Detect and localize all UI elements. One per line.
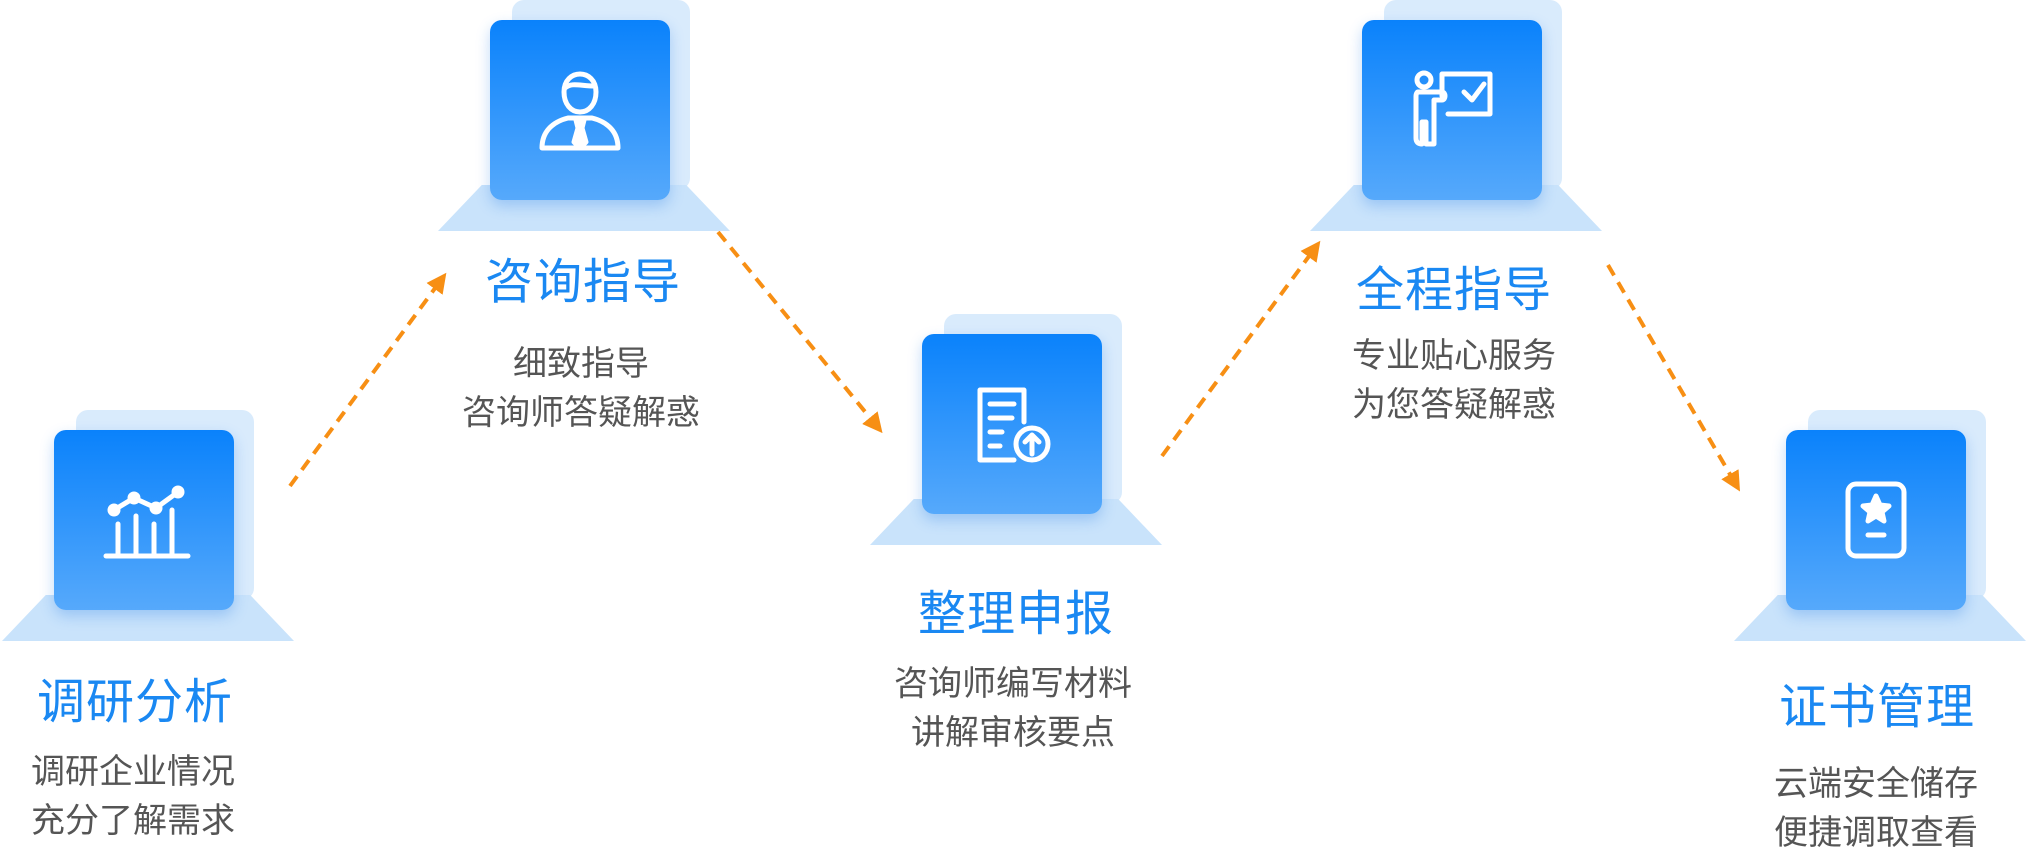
step-prepare-declaration — [868, 314, 1168, 564]
step-title: 证书管理 — [1778, 679, 1975, 735]
step-description: 专业贴心服务 为您答疑解惑 — [1274, 332, 1634, 430]
teacher-presentation-icon — [1413, 70, 1493, 147]
step-description-line: 云端安全储存 — [1774, 764, 1978, 804]
step-description-line: 为您答疑解惑 — [1352, 385, 1556, 425]
step-title: 整理申报 — [917, 586, 1114, 642]
certificate-icon — [1845, 481, 1907, 559]
document-upload-icon — [977, 387, 1051, 463]
step-research-analysis — [0, 410, 300, 660]
step-description-line: 咨询师答疑解惑 — [462, 393, 700, 433]
step-title: 全程指导 — [1355, 262, 1552, 318]
consultant-person-icon — [539, 71, 621, 151]
step-description: 调研企业情况 充分了解需求 — [0, 748, 313, 846]
step-icon-card — [1786, 430, 1966, 610]
step-description: 咨询师编写材料 讲解审核要点 — [833, 660, 1193, 758]
step-description-line: 咨询师编写材料 — [894, 664, 1132, 704]
step-full-guidance — [1308, 0, 1608, 250]
step-description-line: 调研企业情况 — [31, 752, 235, 792]
bar-chart-trend-icon — [103, 485, 191, 559]
step-icon-card — [922, 334, 1102, 514]
step-title: 咨询指导 — [484, 254, 681, 310]
step-description-line: 专业贴心服务 — [1352, 336, 1556, 376]
step-description-line: 讲解审核要点 — [911, 713, 1115, 753]
step-description-line: 细致指导 — [513, 344, 649, 384]
step-description-line: 充分了解需求 — [31, 801, 235, 841]
step-description: 云端安全储存 便捷调取查看 — [1696, 760, 2036, 858]
step-icon-card — [54, 430, 234, 610]
step-title: 调研分析 — [36, 674, 233, 730]
step-certificate-management — [1732, 410, 2032, 660]
step-consulting-guidance — [436, 0, 736, 250]
step-icon-card — [1362, 20, 1542, 200]
step-icon-card — [490, 20, 670, 200]
step-description: 细致指导 咨询师答疑解惑 — [401, 340, 761, 438]
step-description-line: 便捷调取查看 — [1774, 813, 1978, 853]
